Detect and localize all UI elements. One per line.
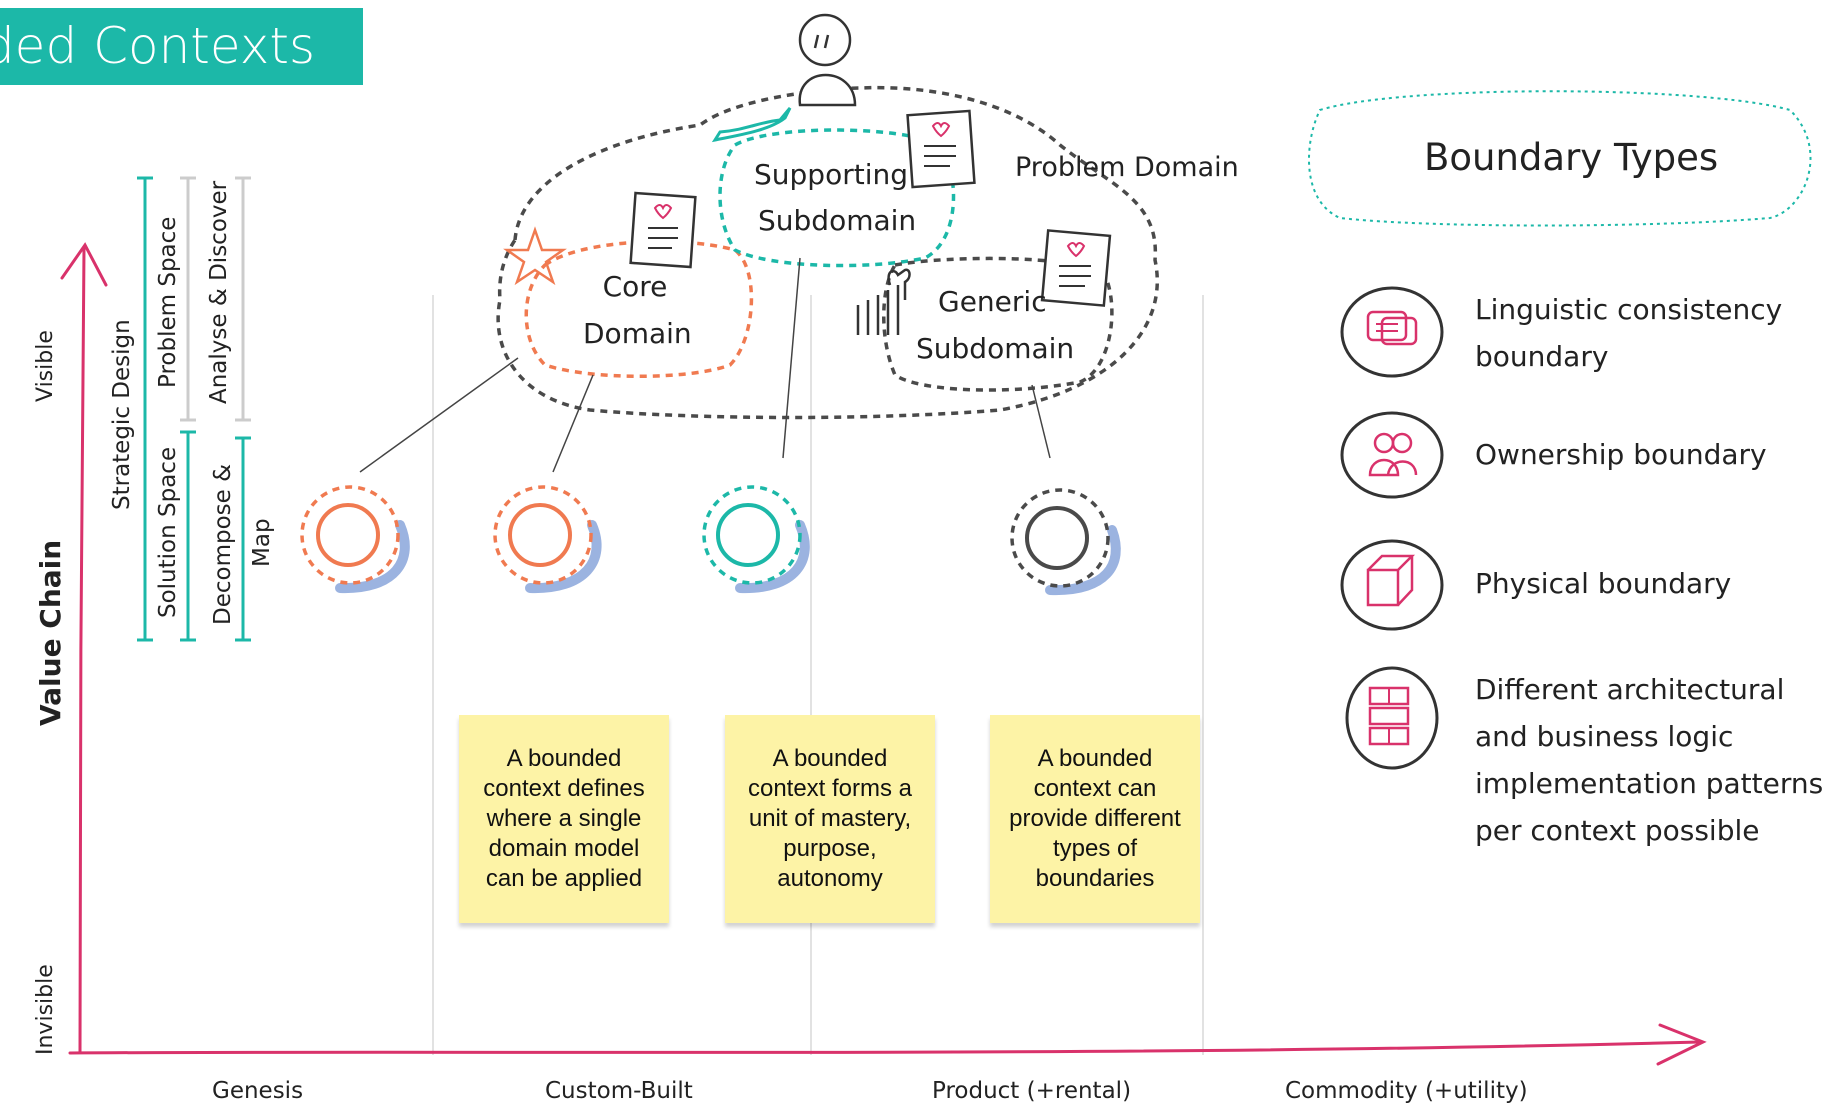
connector-2	[552, 374, 594, 473]
hand-icon	[711, 107, 792, 143]
generic-subdomain-label-line1: Generic	[938, 285, 1047, 318]
problem-domain-boundary	[496, 85, 1159, 420]
y-axis-arrowhead	[60, 242, 108, 287]
x-stage-custom-built: Custom-Built	[545, 1078, 693, 1104]
problem-domain-label: Problem Domain	[1015, 152, 1239, 183]
bounded-context-1	[300, 485, 410, 594]
bounded-context-3	[702, 485, 810, 594]
x-stage-product: Product (+rental)	[932, 1078, 1132, 1104]
strategic-design-bracket	[137, 176, 153, 642]
problem-space-bracket	[180, 176, 196, 422]
bounded-context-2	[493, 485, 602, 594]
legend-item-linguistic: Linguistic consistency boundary	[1475, 293, 1783, 373]
analyse-bracket	[235, 176, 251, 422]
document-icon-supporting	[906, 109, 976, 189]
supporting-subdomain-label-line2: Subdomain	[758, 204, 917, 237]
legend-item-physical: Physical boundary	[1475, 567, 1732, 600]
y-axis-invisible-label: Invisible	[33, 964, 58, 1055]
analyse-discover-label: Analyse & Discover	[206, 180, 232, 404]
x-stage-genesis: Genesis	[212, 1078, 304, 1104]
document-icon-core	[629, 191, 697, 269]
core-domain-label-line1: Core	[602, 270, 668, 303]
cube-icon	[1340, 539, 1444, 631]
connector-3	[782, 257, 801, 459]
connector-4	[1031, 384, 1051, 459]
strategic-design-label: Strategic Design	[109, 319, 135, 510]
connector-lines	[359, 257, 1051, 473]
decompose-label-line2: Map	[249, 518, 275, 567]
decompose-bracket	[235, 436, 251, 642]
problem-space-label: Problem Space	[155, 216, 181, 388]
people-icon	[1340, 411, 1444, 499]
stage-separators	[432, 295, 1204, 1055]
sticky-note-3: A bounded context can provide different …	[990, 715, 1200, 923]
legend-item-patterns: Different architectural and business log…	[1475, 673, 1824, 847]
solution-space-label: Solution Space	[155, 446, 181, 618]
user-icon	[798, 13, 857, 107]
phase-brackets	[137, 176, 251, 642]
speech-bubbles-icon	[1340, 286, 1444, 378]
connector-1	[359, 357, 519, 473]
decompose-label-line1: Decompose &	[210, 463, 236, 625]
supporting-subdomain-boundary	[718, 128, 956, 268]
bounded-context-4	[1010, 488, 1121, 596]
star-icon	[503, 226, 567, 286]
generic-subdomain-label-line2: Subdomain	[916, 332, 1075, 365]
axes	[60, 242, 1707, 1066]
y-axis-line	[78, 246, 86, 1054]
legend-item-ownership: Ownership boundary	[1475, 438, 1767, 471]
y-axis-title: Value Chain	[34, 539, 67, 726]
layers-icon	[1345, 666, 1439, 770]
x-axis-line	[68, 1040, 1702, 1055]
y-axis-visible-label: Visible	[33, 330, 58, 402]
title-banner: nded Contexts	[0, 8, 363, 85]
generic-subdomain-boundary	[882, 256, 1114, 392]
x-stage-commodity: Commodity (+utility)	[1285, 1078, 1528, 1104]
core-domain-boundary	[524, 239, 754, 378]
legend-title-boundary	[1307, 90, 1812, 227]
x-axis-arrowhead	[1656, 1023, 1707, 1066]
core-domain-label-line2: Domain	[583, 317, 692, 350]
legend-title: Boundary Types	[1424, 136, 1719, 179]
document-icons	[629, 109, 1112, 307]
legend-icons	[1340, 286, 1444, 770]
supporting-subdomain-label-line1: Supporting	[754, 158, 908, 191]
solution-space-bracket	[180, 430, 196, 642]
sticky-note-2: A bounded context forms a unit of master…	[725, 715, 935, 923]
page-title: nded Contexts	[0, 17, 315, 75]
wrench-icon	[856, 268, 911, 335]
bounded-contexts	[300, 485, 1121, 596]
sticky-note-1: A bounded context defines where a single…	[459, 715, 669, 923]
document-icon-generic	[1040, 229, 1112, 307]
